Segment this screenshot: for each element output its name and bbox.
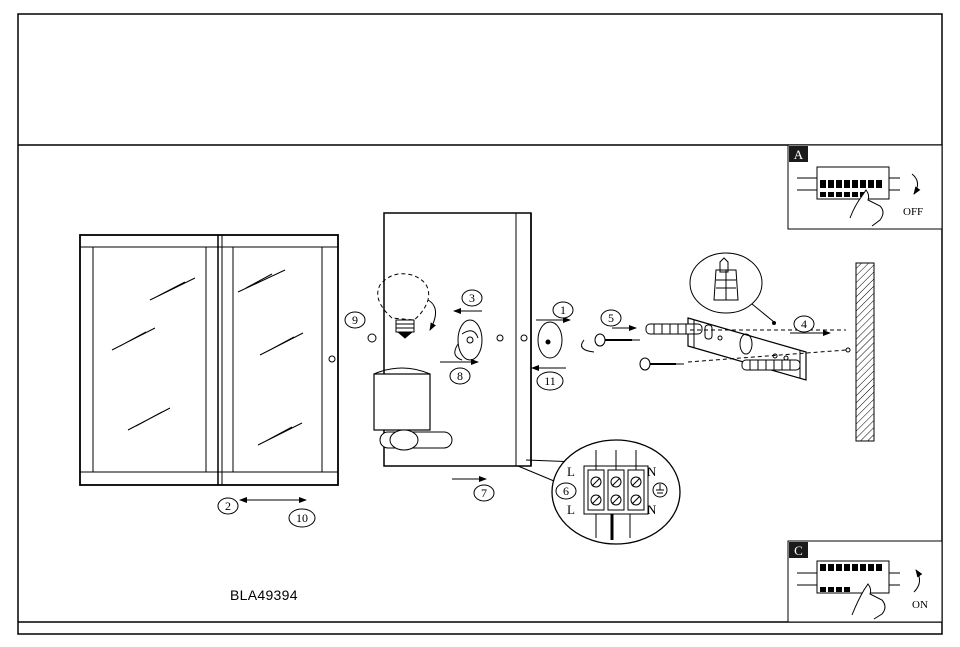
screw xyxy=(594,333,684,371)
panel-c-state: ON xyxy=(912,599,928,611)
breaker-on-panel: C ON xyxy=(787,540,943,623)
step-8-badge xyxy=(449,367,471,385)
breaker-off-panel: A OFF xyxy=(787,144,943,230)
step-5-badge xyxy=(600,309,622,327)
step-11-badge xyxy=(536,371,564,391)
step-6-label: 6 xyxy=(563,484,569,498)
step-9-label: 9 xyxy=(352,313,358,327)
terminal-neutral-bottom: N xyxy=(647,502,657,517)
terminal-neutral-top: N xyxy=(647,464,657,479)
panel-c-badge xyxy=(789,542,808,558)
step-callouts xyxy=(217,289,815,528)
wall xyxy=(855,262,875,442)
breaker-switches xyxy=(820,564,882,592)
terminal-block-detail xyxy=(517,439,681,545)
step-9-badge xyxy=(344,311,366,329)
step-2-label: 2 xyxy=(225,499,231,513)
page-border xyxy=(17,13,943,635)
step-2-badge xyxy=(217,497,239,515)
alignment-lines xyxy=(687,329,847,363)
step-11-label: 11 xyxy=(544,374,556,388)
step-3-label: 3 xyxy=(469,291,475,305)
glass-cover xyxy=(79,234,339,486)
panel-a-state: OFF xyxy=(903,206,923,218)
step-7-label: 7 xyxy=(481,486,487,500)
hand-icon xyxy=(849,189,884,227)
step-10-label: 10 xyxy=(296,511,308,525)
rotate-down-arrow-icon xyxy=(911,173,921,195)
wall-plug xyxy=(645,323,801,371)
terminal-live-top: L xyxy=(567,464,575,479)
motion-arrows xyxy=(239,308,831,503)
step-1-label: 1 xyxy=(560,303,566,317)
hand-icon xyxy=(851,583,886,620)
step-6-badge xyxy=(555,482,577,500)
panel-a-badge xyxy=(789,146,808,162)
terminal-live-bottom: L xyxy=(567,502,575,517)
step-5-label: 5 xyxy=(608,311,614,325)
step-4-badge xyxy=(793,315,815,333)
lamp-body xyxy=(367,212,563,467)
step-10-badge xyxy=(288,508,316,528)
rotate-up-arrow-icon xyxy=(913,569,923,593)
step-7-badge xyxy=(473,484,495,502)
step-8-label: 8 xyxy=(457,369,463,383)
step-1-badge xyxy=(552,301,574,319)
step-4-label: 4 xyxy=(801,317,807,331)
earth-icon xyxy=(652,482,668,498)
panel-c-letter: C xyxy=(794,543,803,558)
light-bulb xyxy=(377,273,436,339)
panel-a-letter: A xyxy=(794,147,804,162)
anchor-detail xyxy=(689,252,775,323)
model-code: BLA49394 xyxy=(230,587,298,603)
mounting-plate xyxy=(687,317,807,381)
step-3-badge xyxy=(461,289,483,307)
